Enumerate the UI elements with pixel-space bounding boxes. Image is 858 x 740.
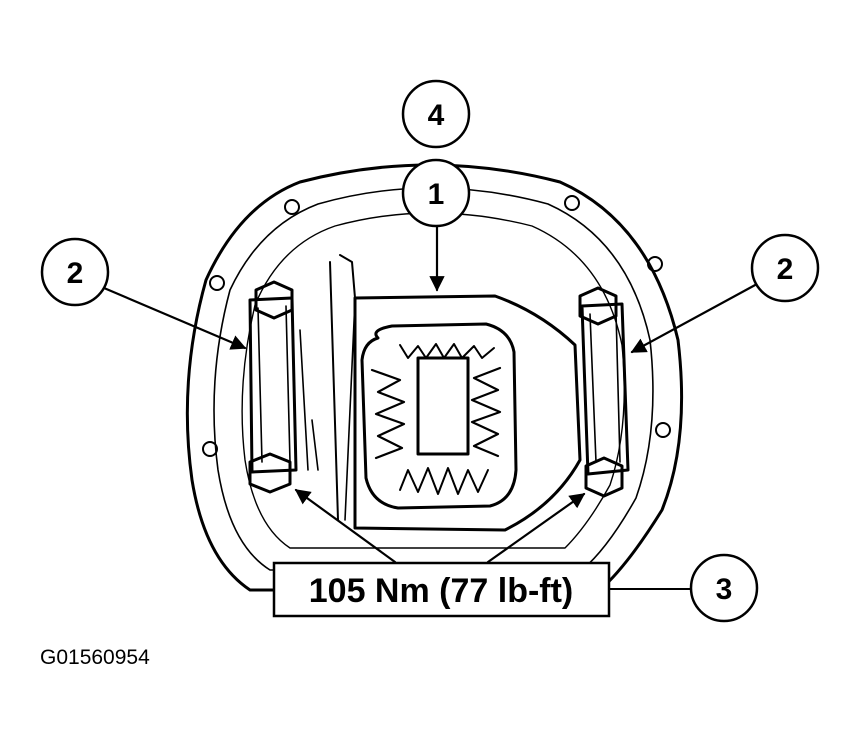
callout-2-left-number: 2 bbox=[67, 257, 84, 290]
bearing-cap-left bbox=[248, 296, 319, 474]
housing-flange bbox=[185, 163, 684, 592]
arrow-2-left bbox=[102, 286, 247, 350]
callout-2-right: 2 bbox=[750, 233, 820, 303]
arrow-2-right bbox=[630, 282, 759, 354]
torque-callout: 105 Nm (77 lb-ft) bbox=[272, 561, 611, 618]
arrow-torque-right bbox=[486, 492, 586, 564]
arrow-torque-left bbox=[294, 488, 397, 564]
bearing-cap-right bbox=[580, 302, 630, 476]
figure-id: G01560954 bbox=[40, 646, 150, 669]
bolt-bottom-right bbox=[584, 456, 624, 498]
bolt-bottom-left bbox=[248, 452, 292, 494]
callout-2-left: 2 bbox=[40, 237, 110, 307]
bolt-top-right bbox=[578, 286, 618, 326]
callout-4-number: 4 bbox=[428, 99, 445, 132]
differential-gears bbox=[360, 322, 518, 510]
bearing-cap-bolts bbox=[248, 280, 624, 498]
callout-3: 3 bbox=[689, 553, 759, 623]
callout-2-right-number: 2 bbox=[777, 253, 794, 286]
leader-lines bbox=[102, 222, 759, 590]
callout-4: 4 bbox=[401, 79, 471, 149]
differential-carrier bbox=[329, 254, 582, 532]
torque-label: 105 Nm (77 lb-ft) bbox=[309, 572, 574, 610]
callout-1: 1 bbox=[401, 158, 471, 228]
bolt-top-left bbox=[254, 280, 294, 320]
callout-1-number: 1 bbox=[428, 178, 445, 211]
flange-bolt-holes bbox=[202, 195, 671, 457]
callout-3-number: 3 bbox=[716, 573, 733, 606]
